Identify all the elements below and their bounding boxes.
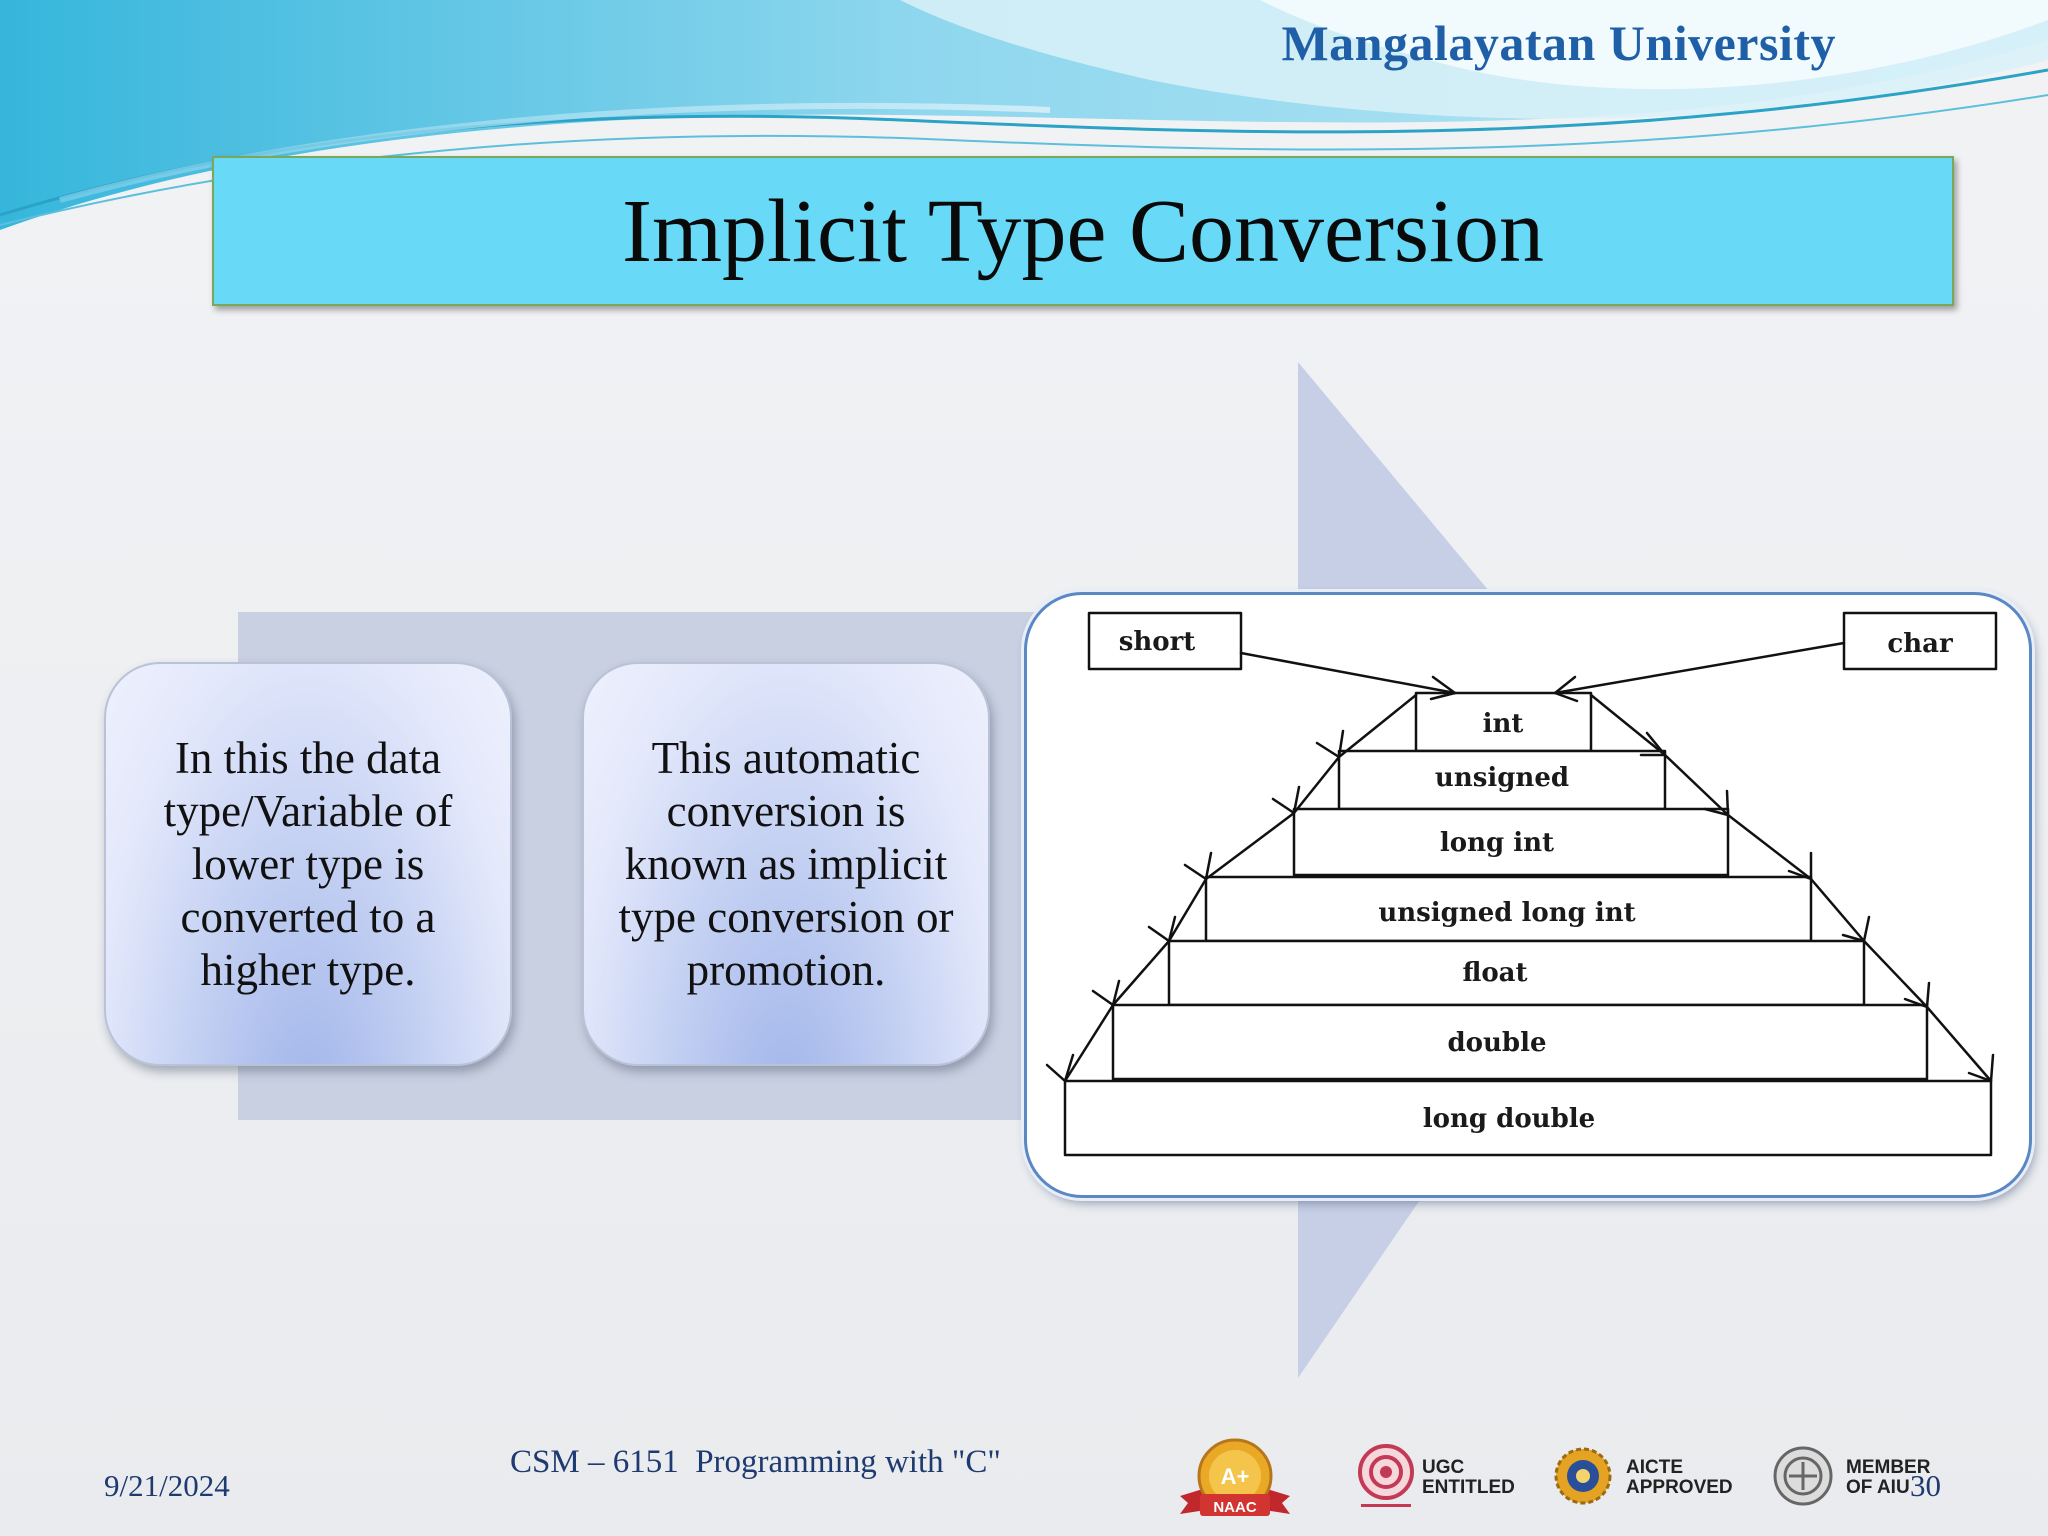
ugc-label: UGC ENTITLED	[1422, 1458, 1515, 1498]
type-hierarchy-picture: short char int unsigned long int unsigne…	[1024, 592, 2032, 1198]
label-int: int	[1483, 709, 1524, 739]
university-name: Mangalayatan University	[1281, 15, 1836, 71]
aiu-emblem-icon	[1773, 1446, 1833, 1506]
box-unsigned	[1337, 749, 1667, 811]
page-number: 30	[1910, 1468, 1941, 1503]
label-long-int: long int	[1440, 828, 1554, 858]
box-long-int	[1292, 807, 1730, 877]
box-double	[1111, 1003, 1929, 1081]
box-int	[1414, 691, 1593, 753]
process-card-2: This automatic conversion is known as im…	[582, 662, 990, 1066]
naac-logo: A+ NAAC	[1180, 1438, 1290, 1516]
arrow-short-int	[1239, 651, 1457, 695]
arrow-char-int	[1553, 641, 1846, 695]
box-long-double	[1063, 1079, 1993, 1157]
aicte-emblem-icon	[1554, 1447, 1612, 1505]
type-hierarchy-diagram: short char int unsigned long int unsigne…	[1045, 611, 1998, 1157]
label-double: double	[1447, 1028, 1546, 1058]
box-short	[1087, 611, 1243, 671]
aicte-label: AICTE APPROVED	[1626, 1458, 1733, 1498]
ugc-line1: UGC	[1422, 1457, 1465, 1478]
process-card-2-text: This automatic conversion is known as im…	[618, 732, 954, 995]
label-float: float	[1462, 958, 1527, 988]
box-unsigned-long-int	[1204, 875, 1813, 943]
label-unsigned: unsigned	[1435, 763, 1569, 793]
ugc-emblem-icon	[1358, 1444, 1414, 1507]
aiu-line2: OF AIU	[1846, 1477, 1910, 1498]
slide-title: Implicit Type Conversion	[622, 181, 1544, 281]
ugc-line2: ENTITLED	[1422, 1477, 1515, 1498]
aiu-line1: MEMBER	[1846, 1457, 1931, 1478]
label-char: char	[1887, 629, 1953, 659]
process-card-1-text: In this the data type/Variable of lower …	[163, 732, 453, 995]
label-short: short	[1119, 627, 1196, 657]
aiu-label: MEMBER OF AIU	[1846, 1458, 1930, 1498]
label-long-double: long double	[1423, 1104, 1595, 1134]
process-card-1: In this the data type/Variable of lower …	[104, 662, 512, 1066]
naac-badge: A+	[1221, 1464, 1250, 1489]
box-float	[1167, 939, 1866, 1007]
accreditation-logos: A+ NAAC UGC ENTITLED AICTE APPROVED	[1150, 1436, 1960, 1526]
footer-date: 9/21/2024	[104, 1468, 230, 1503]
title-banner: Implicit Type Conversion	[212, 156, 1954, 306]
footer-course: CSM – 6151 Programming with "C"	[510, 1444, 1001, 1480]
aicte-line2: APPROVED	[1626, 1477, 1733, 1498]
label-unsigned-long-int: unsigned long int	[1378, 898, 1635, 928]
naac-ribbon: NAAC	[1213, 1499, 1256, 1516]
box-char	[1842, 611, 1998, 671]
aicte-line1: AICTE	[1626, 1457, 1683, 1478]
